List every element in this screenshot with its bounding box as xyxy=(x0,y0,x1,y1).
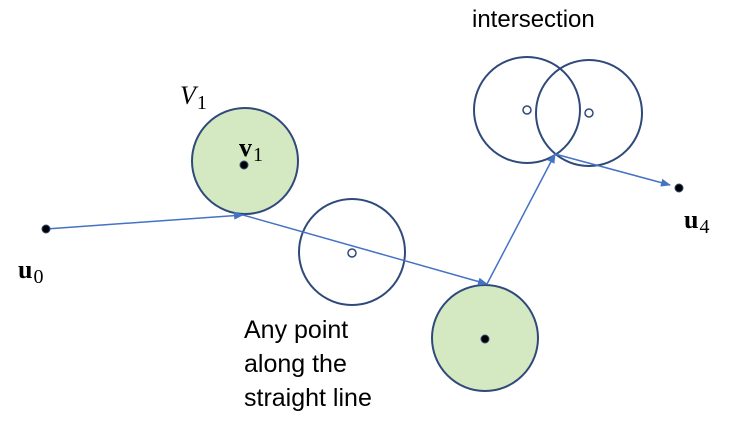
label-u0: u0 xyxy=(18,255,43,288)
point-middle-center xyxy=(347,248,357,258)
label-any-point-line1: Any point xyxy=(244,316,348,344)
point-bottom-center xyxy=(480,334,490,344)
circle-middle xyxy=(298,198,406,306)
label-v1: v1 xyxy=(239,133,263,166)
circle-intersection-right xyxy=(535,59,643,167)
label-any-point-line2: along the xyxy=(244,350,347,378)
point-v1 xyxy=(239,160,249,170)
circle-intersection-left xyxy=(473,56,581,164)
point-u0 xyxy=(41,224,51,234)
arrow-intersection-to-u4 xyxy=(554,153,671,187)
label-V1: V1 xyxy=(180,81,207,114)
point-intersection-right-center xyxy=(584,108,594,118)
arrow-bottom-to-intersection xyxy=(486,153,556,285)
label-any-point-line3: straight line xyxy=(244,384,372,412)
arrow-u0-to-v1 xyxy=(45,211,244,230)
label-u4: u4 xyxy=(684,205,709,238)
point-intersection-left-center xyxy=(522,105,532,115)
label-intersection: intersection xyxy=(472,6,595,33)
point-u4 xyxy=(674,183,684,193)
arrow-v1-to-bottom xyxy=(242,214,488,286)
